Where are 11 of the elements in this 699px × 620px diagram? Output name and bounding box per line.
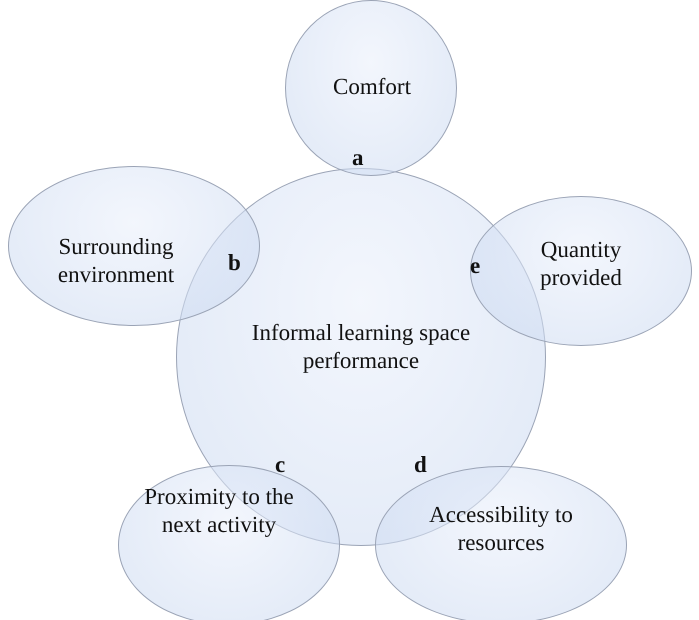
node-label: Comfort — [332, 73, 412, 101]
overlap-letter: e — [470, 253, 480, 279]
node-label: Proximity to the next activity — [143, 483, 295, 539]
overlap-letter: c — [275, 452, 286, 478]
overlap-letter: a — [352, 145, 364, 171]
node-label: Informal learning space performance — [250, 319, 472, 375]
node-label: Quantity provided — [539, 236, 623, 292]
overlap-letter: d — [414, 452, 427, 478]
node-label: Accessibility to resources — [428, 501, 574, 557]
node-label: Surrounding environment — [56, 233, 176, 289]
overlap-letter: b — [228, 250, 241, 276]
